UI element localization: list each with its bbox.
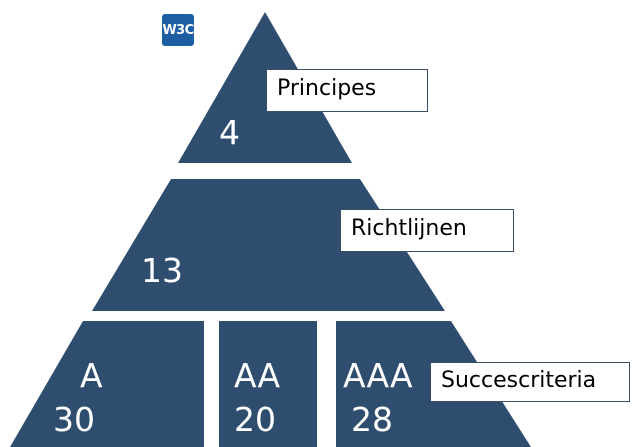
guidelines-label: Richtlijnen xyxy=(340,209,514,252)
principles-label: Principes xyxy=(266,69,428,112)
pyramid-block-level-a xyxy=(10,321,204,447)
level-aa-name: AA xyxy=(234,356,281,395)
level-aaa-count: 28 xyxy=(351,400,393,439)
w3c-logo: W3C xyxy=(162,14,194,46)
level-a-count: 30 xyxy=(53,400,95,439)
pyramid-tier-principles xyxy=(178,12,352,163)
level-aa-count: 20 xyxy=(234,400,276,439)
guidelines-count: 13 xyxy=(141,251,183,290)
pyramid-block-level-aa xyxy=(219,321,317,447)
principles-count: 4 xyxy=(219,113,240,152)
level-aaa-name: AAA xyxy=(343,356,413,395)
success-criteria-label: Succescriteria xyxy=(430,362,630,402)
level-a-name: A xyxy=(80,356,103,395)
